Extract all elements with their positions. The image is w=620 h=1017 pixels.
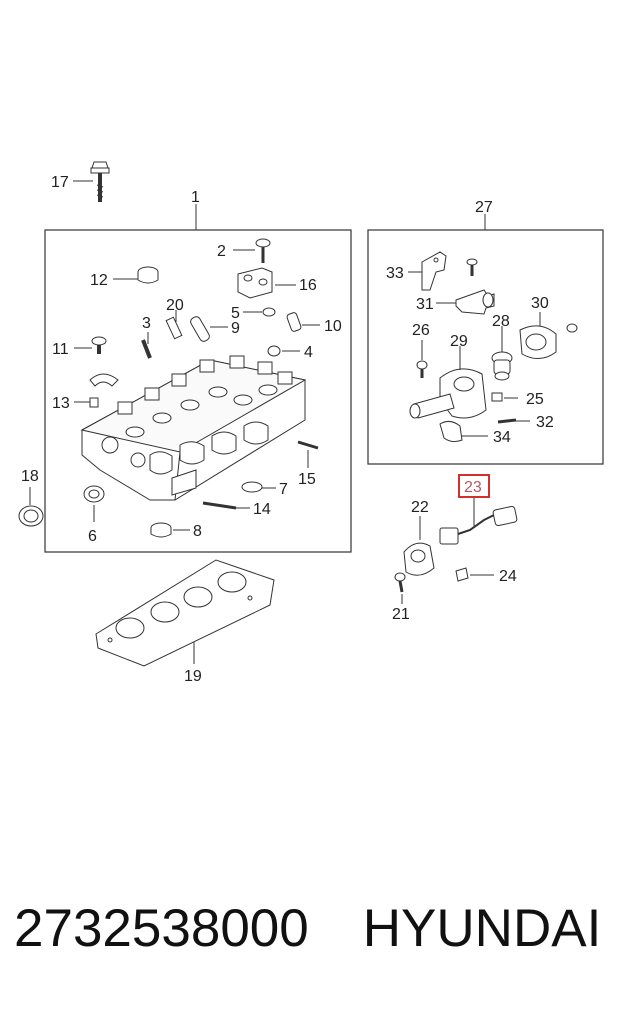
part-13-plug [89, 397, 99, 408]
part-11-bolt [91, 336, 107, 354]
label-7: 7 [279, 481, 288, 498]
part-28-thermostat [491, 351, 513, 381]
label-5: 5 [231, 305, 240, 322]
label-19: 19 [184, 668, 202, 685]
label-9: 9 [231, 320, 240, 337]
part-33-bracket [421, 251, 447, 291]
label-12: 12 [90, 272, 108, 289]
part-8-cup-plug [150, 522, 172, 538]
label-6: 6 [88, 528, 97, 545]
label-11: 11 [52, 341, 69, 358]
part-26-bolt [416, 360, 428, 378]
label-10: 10 [324, 318, 342, 335]
label-32: 32 [536, 414, 554, 431]
label-3: 3 [142, 315, 151, 332]
part-21-bolt [394, 572, 406, 593]
label-14: 14 [253, 501, 271, 518]
part-12-plug [137, 266, 159, 284]
label-31: 31 [416, 296, 434, 313]
label-23: 23 [464, 479, 482, 496]
label-17: 17 [51, 174, 69, 191]
label-8: 8 [193, 523, 202, 540]
part-30-housing [519, 325, 557, 359]
part-18-seal-ring [18, 505, 44, 527]
part-15-stud [297, 440, 319, 450]
part-6-oil-seal [83, 485, 105, 503]
bolt-30 [566, 323, 578, 333]
label-13: 13 [52, 395, 70, 412]
label-16: 16 [299, 277, 317, 294]
part-22-sensor-body [403, 542, 435, 576]
label-33: 33 [386, 265, 404, 282]
part-number: 2732538000 [14, 899, 309, 958]
part-4-retainer [267, 345, 281, 357]
part-caption: 2732538000 HYUNDAI [14, 898, 614, 978]
part-17-head-bolt [90, 161, 110, 202]
label-34: 34 [493, 429, 511, 446]
part-9-sleeve [190, 316, 210, 342]
label-22: 22 [411, 499, 429, 516]
part-25-sensor [491, 392, 503, 402]
part-20-pin [165, 316, 183, 340]
part-5-seal [262, 307, 276, 317]
part-23-highlight-box [458, 474, 490, 498]
label-15: 15 [298, 471, 316, 488]
label-2: 2 [217, 243, 226, 260]
part-31-pipe [455, 289, 495, 315]
part-2-bolt [255, 238, 271, 263]
part-34-gasket [439, 420, 463, 443]
label-25: 25 [526, 391, 544, 408]
cylinder-head [80, 355, 307, 501]
label-4: 4 [304, 344, 313, 361]
part-19-head-gasket [95, 559, 275, 667]
label-29: 29 [450, 333, 468, 350]
label-20: 20 [166, 297, 184, 314]
label-1: 1 [191, 189, 200, 206]
label-18: 18 [21, 468, 39, 485]
label-27: 27 [475, 199, 493, 216]
part-7-seal [241, 481, 263, 493]
label-26: 26 [412, 322, 430, 339]
half-moon-seal [89, 373, 119, 387]
part-16-bracket [237, 267, 273, 299]
cylinder-head-group-frame [44, 229, 352, 553]
label-24: 24 [499, 568, 517, 585]
part-23-wiring-harness [439, 505, 518, 545]
label-21: 21 [392, 606, 410, 623]
part-29-water-outlet [409, 368, 487, 419]
part-32-bolt [497, 418, 517, 424]
part-24-clip [455, 567, 469, 582]
part-10-guide [286, 312, 302, 332]
label-30: 30 [531, 295, 549, 312]
bolt-small-top [466, 258, 478, 276]
brand-name: HYUNDAI [362, 899, 602, 958]
part-14-stud [202, 501, 237, 510]
part-3-pin [141, 339, 152, 359]
label-28: 28 [492, 313, 510, 330]
